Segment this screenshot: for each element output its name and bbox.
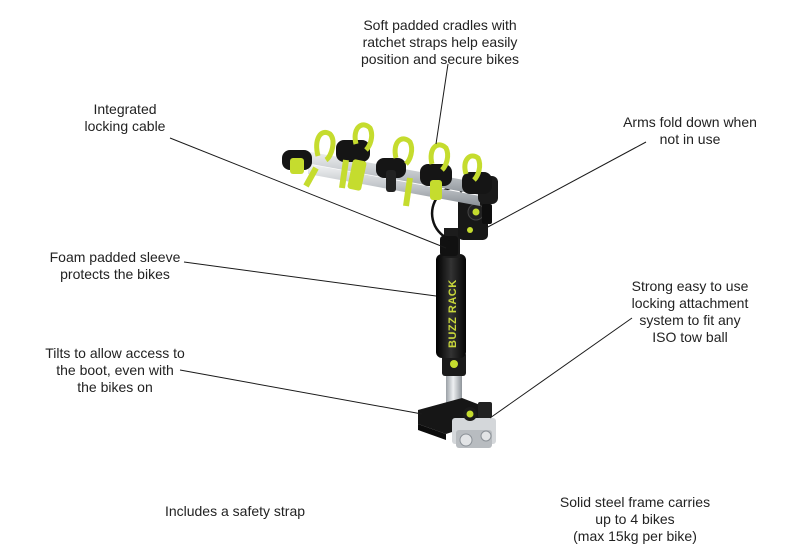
callout-locking-cable: Integrated locking cable (84, 101, 166, 134)
leader-lines (169, 63, 647, 419)
cradle-5 (462, 172, 492, 194)
callout-safety-strap: Includes a safety strap (164, 503, 306, 519)
foam-sleeve: BUZZ RACK (436, 254, 466, 358)
leader-foam (183, 261, 437, 297)
callout-steel-frame: Solid steel frame carries up to 4 bikes … (559, 494, 711, 544)
strap-5 (462, 153, 483, 182)
callout-cradles: Soft padded cradles with ratchet straps … (361, 17, 519, 67)
strap-3 (392, 136, 415, 166)
leader-tilt (179, 369, 423, 415)
cradle-1 (282, 150, 312, 174)
leader-cradles (435, 63, 449, 145)
callout-tilt: Tilts to allow access to the boot, even … (45, 345, 185, 395)
leader-attachment (489, 317, 633, 419)
arm-hinge (458, 196, 492, 240)
strap-4 (428, 142, 451, 172)
cradle-3 (376, 158, 406, 192)
leader-locking-cable (169, 137, 447, 249)
callout-foam-sleeve: Foam padded sleeve protects the bikes (49, 249, 181, 282)
brand-logo: BUZZ RACK (447, 279, 459, 348)
cradle-2 (336, 140, 370, 191)
callout-attachment-system: Strong easy to use locking attachment sy… (631, 278, 749, 345)
lock-housing (440, 236, 458, 256)
tow-ball-attachment (418, 398, 496, 448)
callout-arms-fold: Arms fold down when not in use (623, 114, 757, 147)
leader-arms (485, 141, 647, 229)
ratchet-straps (303, 122, 483, 207)
strap-2 (352, 122, 375, 152)
strap-1 (314, 130, 336, 163)
